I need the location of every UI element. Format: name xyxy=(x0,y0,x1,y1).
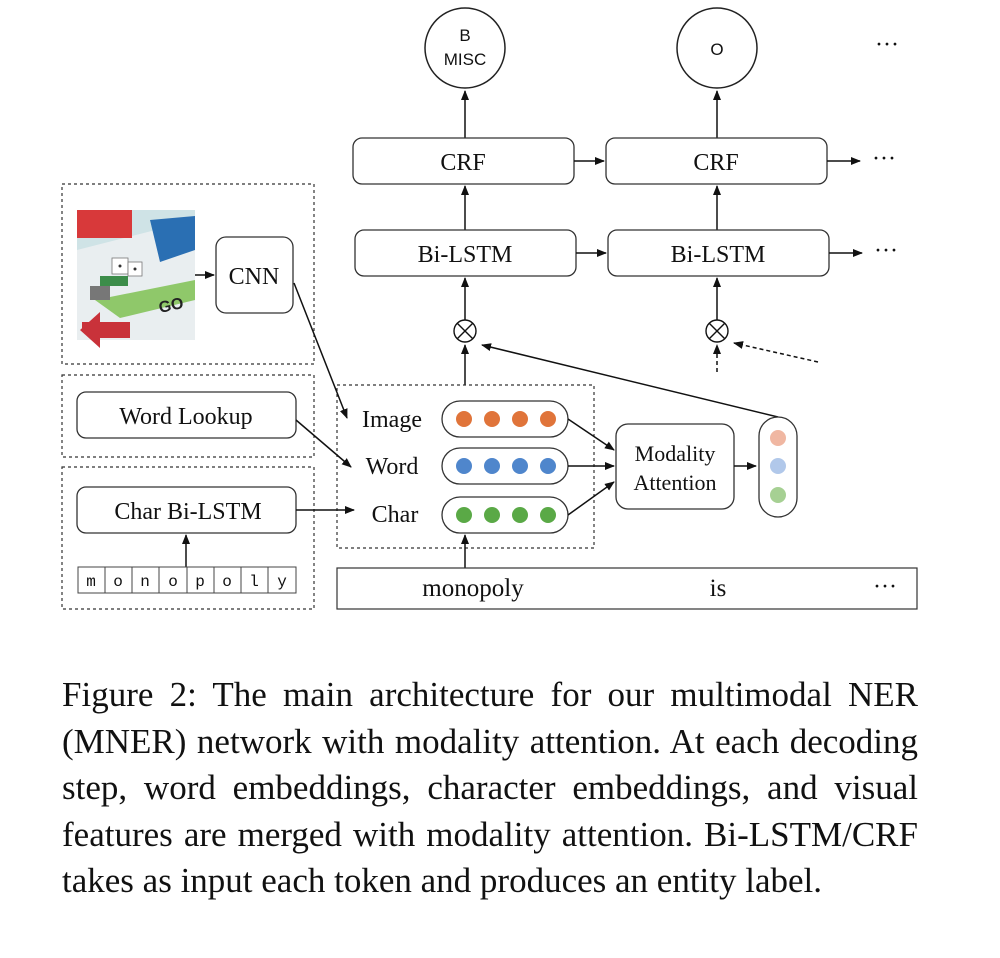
char-cell: p xyxy=(195,573,205,591)
figure-caption: Figure 2: The main architecture for our … xyxy=(62,675,918,900)
word-lookup-label: Word Lookup xyxy=(119,404,252,430)
modality-attention-box: Modality Attention xyxy=(615,423,735,510)
char-bilstm-label: Char Bi-LSTM xyxy=(114,499,261,525)
token-ellipsis: ··· xyxy=(873,574,897,600)
multiply-node-1 xyxy=(453,319,477,343)
cnn-box: CNN xyxy=(215,236,294,314)
svg-text:GO: GO xyxy=(157,295,185,317)
output-label-o: O xyxy=(710,40,723,59)
char-cell: y xyxy=(277,573,287,591)
bilstm-label-2: Bi-LSTM xyxy=(671,242,766,268)
bilstm-ellipsis: ··· xyxy=(874,238,898,264)
char-embedding xyxy=(441,496,569,534)
image-embedding xyxy=(441,400,569,438)
char-sequence: m o n o p o l y xyxy=(77,566,297,594)
crf-label-2: CRF xyxy=(693,150,738,176)
attended-vector xyxy=(758,416,798,518)
bilstm-box-2: Bi-LSTM xyxy=(607,229,830,277)
modality-attention-line1: Modality xyxy=(635,441,716,466)
char-cell: m xyxy=(86,573,96,591)
char-cell: n xyxy=(140,573,150,591)
char-panel: Char Bi-LSTM m o n o p o l y xyxy=(61,466,315,610)
bilstm-box-1: Bi-LSTM xyxy=(354,229,577,277)
cnn-label: CNN xyxy=(229,264,280,290)
token-is: is xyxy=(710,575,727,602)
output-node-b-misc: B MISC xyxy=(424,7,506,89)
output-ellipsis: ··· xyxy=(875,32,899,58)
modality-label-word: Word xyxy=(366,454,419,480)
modality-label-char: Char xyxy=(372,502,419,528)
architecture-diagram: B MISC O ··· CRF CRF ··· Bi-LSTM Bi-LSTM… xyxy=(61,7,918,610)
bilstm-label-1: Bi-LSTM xyxy=(418,242,513,268)
image-panel: GO CNN xyxy=(61,183,315,365)
char-bilstm-box: Char Bi-LSTM xyxy=(76,486,297,534)
modality-embeddings-panel: Image Word Char xyxy=(336,384,595,549)
word-lookup-panel: Word Lookup xyxy=(61,374,315,458)
token-sequence-bar: monopoly is ··· xyxy=(336,567,918,610)
word-lookup-box: Word Lookup xyxy=(76,391,297,439)
word-embedding xyxy=(441,447,569,485)
char-cell: o xyxy=(222,573,232,591)
crf-label-1: CRF xyxy=(440,150,485,176)
output-node-o: O xyxy=(676,7,758,89)
modality-attention-line2: Attention xyxy=(633,470,716,495)
char-cell: l xyxy=(249,573,259,591)
modality-label-image: Image xyxy=(362,407,422,433)
crf-box-1: CRF xyxy=(352,137,575,185)
monopoly-photo: GO xyxy=(77,210,195,348)
multiply-node-2 xyxy=(705,319,729,343)
char-cell: o xyxy=(113,573,123,591)
char-cell: o xyxy=(168,573,178,591)
output-label-b: B xyxy=(459,26,470,45)
crf-ellipsis: ··· xyxy=(872,146,896,172)
output-label-misc: MISC xyxy=(444,50,487,69)
token-monopoly: monopoly xyxy=(422,575,524,602)
crf-box-2: CRF xyxy=(605,137,828,185)
